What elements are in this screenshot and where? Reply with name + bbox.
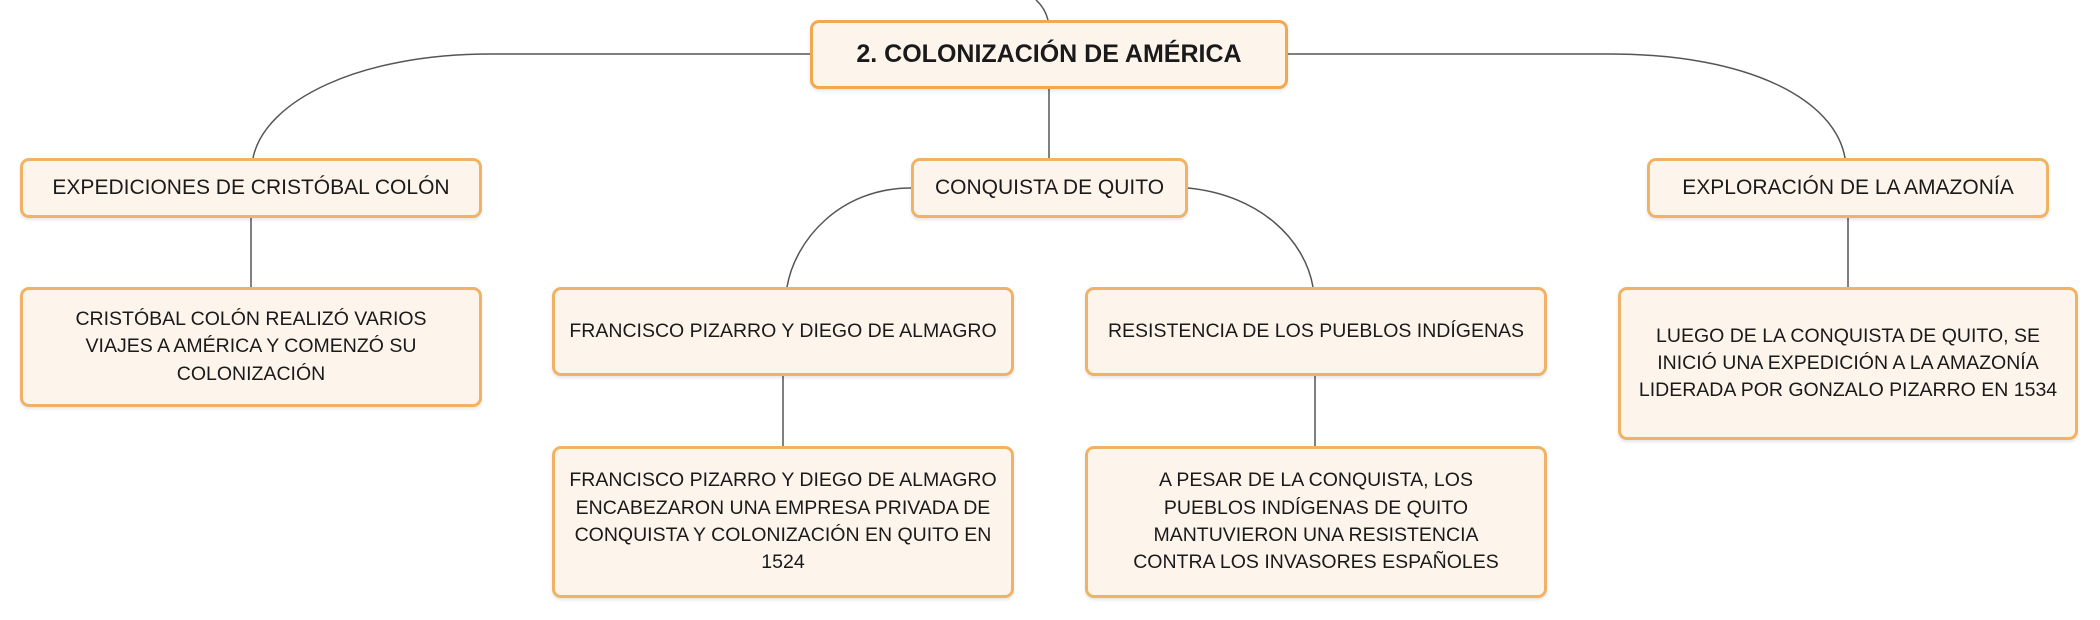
leaf-node-pizarro-detail[interactable]: FRANCISCO PIZARRO Y DIEGO DE ALMAGRO ENC… xyxy=(552,446,1014,598)
leaf-text: CRISTÓBAL COLÓN REALIZÓ VARIOS VIAJES A … xyxy=(75,308,427,385)
leaf-node-colon-detail[interactable]: CRISTÓBAL COLÓN REALIZÓ VARIOS VIAJES A … xyxy=(20,287,482,407)
branch-title: CONQUISTA DE QUITO xyxy=(934,176,1165,200)
leaf-text: RESISTENCIA DE LOS PUEBLOS INDÍGENAS xyxy=(1107,319,1525,342)
branch-node-quito[interactable]: CONQUISTA DE QUITO xyxy=(911,158,1188,218)
connector-quito-resistencia xyxy=(1187,187,1314,288)
leaf-node-amazonia-detail[interactable]: LUEGO DE LA CONQUISTA DE QUITO, SE INICI… xyxy=(1618,287,2078,440)
leaf-text: FRANCISCO PIZARRO Y DIEGO DE ALMAGRO ENC… xyxy=(569,469,997,574)
leaf-text: LUEGO DE LA CONQUISTA DE QUITO, SE INICI… xyxy=(1638,324,2058,402)
branch-node-amazonia[interactable]: EXPLORACIÓN DE LA AMAZONÍA xyxy=(1647,158,2049,218)
leaf-text: FRANCISCO PIZARRO Y DIEGO DE ALMAGRO xyxy=(569,319,997,342)
connector-quito-pizarro xyxy=(786,187,912,288)
root-title: 2. COLONIZACIÓN DE AMÉRICA xyxy=(856,40,1242,68)
leaf-node-resistencia-detail[interactable]: A PESAR DE LA CONQUISTA, LOS PUEBLOS IND… xyxy=(1085,446,1547,598)
root-node[interactable]: 2. COLONIZACIÓN DE AMÉRICA xyxy=(810,20,1288,89)
branch-node-colon[interactable]: EXPEDICIONES DE CRISTÓBAL COLÓN xyxy=(20,158,482,218)
connector-parent-root xyxy=(1035,0,1049,21)
leaf-node-pizarro-almagro[interactable]: FRANCISCO PIZARRO Y DIEGO DE ALMAGRO xyxy=(552,287,1014,376)
connector-root-colon xyxy=(252,53,810,159)
branch-title: EXPLORACIÓN DE LA AMAZONÍA xyxy=(1682,176,2014,200)
leaf-text: A PESAR DE LA CONQUISTA, LOS PUEBLOS IND… xyxy=(1133,469,1499,574)
connector-root-amazonia xyxy=(1288,53,1846,159)
branch-title: EXPEDICIONES DE CRISTÓBAL COLÓN xyxy=(52,176,450,200)
leaf-node-resistencia[interactable]: RESISTENCIA DE LOS PUEBLOS INDÍGENAS xyxy=(1085,287,1547,376)
